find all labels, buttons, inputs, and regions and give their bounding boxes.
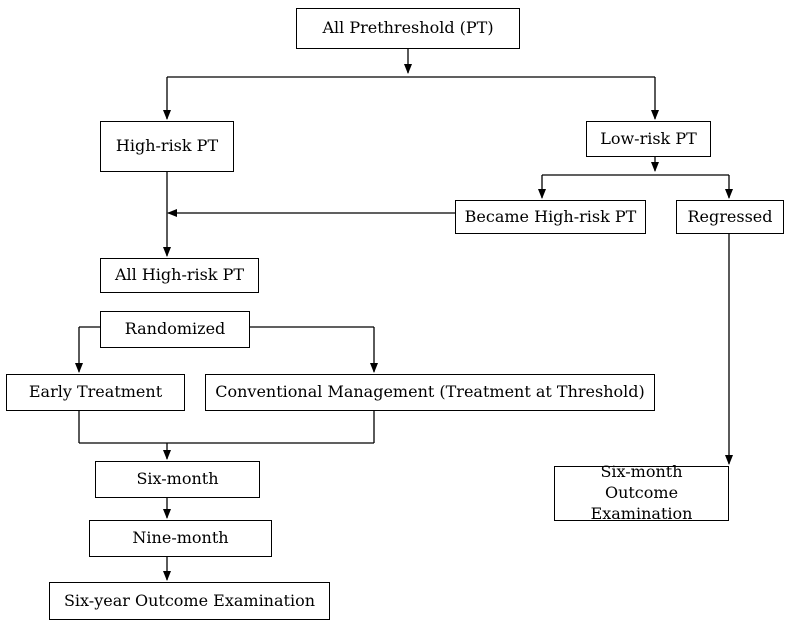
- node-early-treatment: Early Treatment: [6, 374, 185, 411]
- node-six-month: Six-month: [95, 461, 260, 498]
- node-all-prethreshold: All Prethreshold (PT): [296, 8, 520, 49]
- node-conventional-management: Conventional Management (Treatment at Th…: [205, 374, 655, 411]
- node-nine-month: Nine-month: [89, 520, 272, 557]
- node-randomized: Randomized: [100, 311, 250, 348]
- node-high-risk-pt: High-risk PT: [100, 121, 234, 172]
- node-all-high-risk-pt: All High-risk PT: [100, 258, 259, 293]
- node-six-month-outcome-examination: Six-month Outcome Examination: [554, 462, 729, 523]
- node-regressed: Regressed: [676, 200, 784, 234]
- node-low-risk-pt: Low-risk PT: [586, 121, 711, 157]
- node-six-year-outcome-examination: Six-year Outcome Examination: [49, 582, 330, 620]
- node-became-high-risk-pt: Became High-risk PT: [455, 200, 646, 234]
